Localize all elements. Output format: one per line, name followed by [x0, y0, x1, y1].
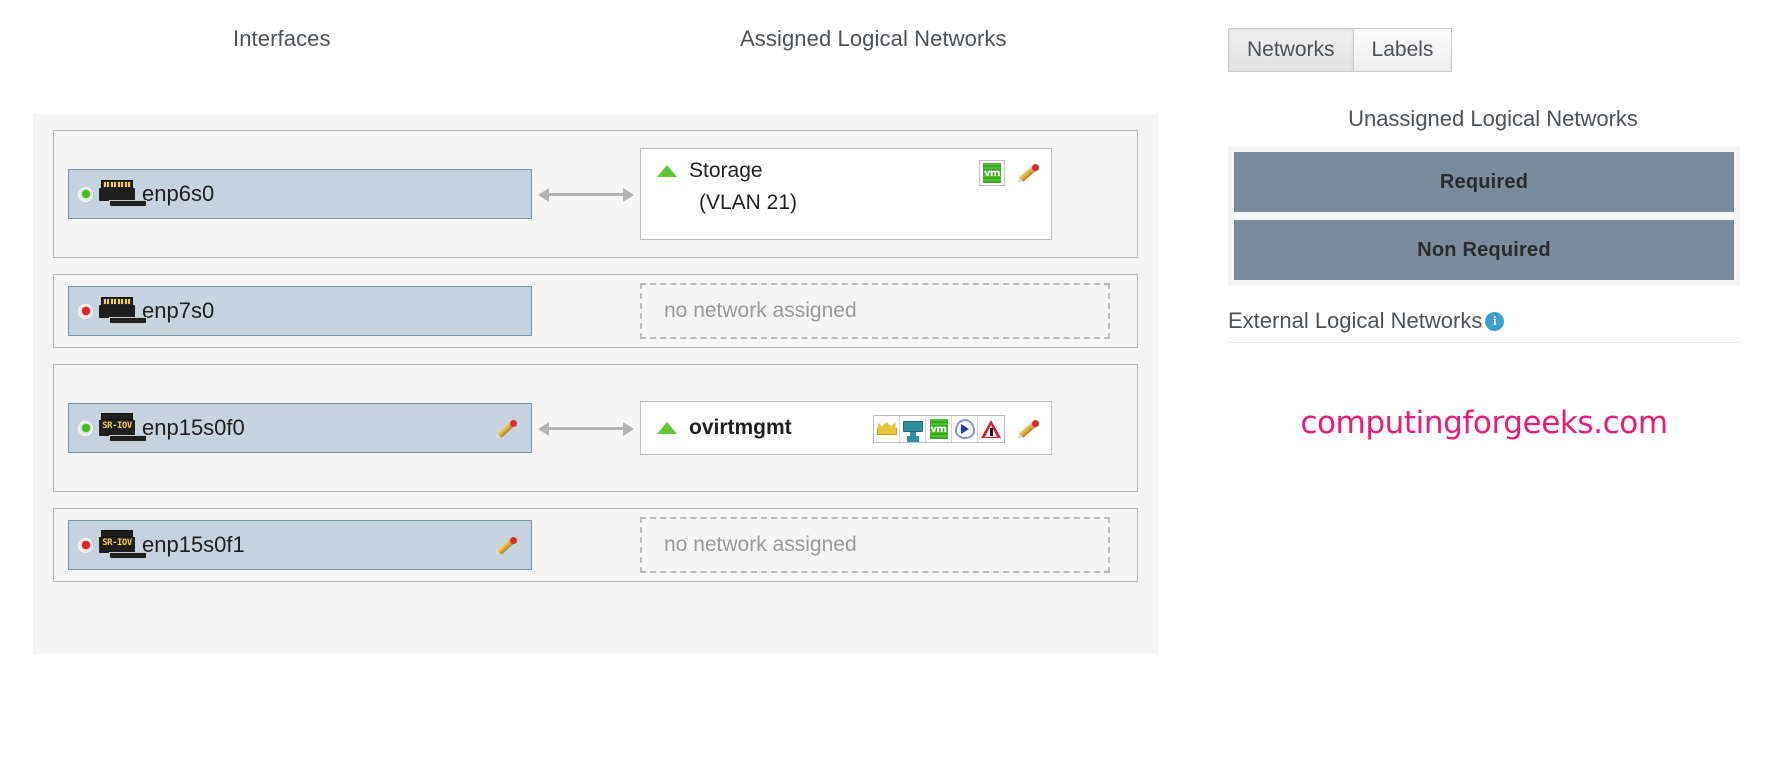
interface-card-enp7s0[interactable]: enp7s0	[68, 286, 532, 336]
vm-icon: vm	[979, 160, 1005, 186]
right-panel: Networks Labels Unassigned Logical Netwo…	[1228, 28, 1758, 441]
interface-name: enp15s0f1	[142, 532, 245, 557]
tab-networks[interactable]: Networks	[1228, 28, 1354, 72]
column-headers: Interfaces Assigned Logical Networks	[0, 26, 1160, 66]
sriov-label: SR-IOV	[99, 537, 135, 549]
table-row[interactable]: SR-IOV enp15s0f0 ovirtmgmt vm	[53, 364, 1138, 492]
network-up-triangle-icon	[657, 422, 677, 434]
network-name: Storage	[689, 159, 763, 182]
connector-arrow-icon	[532, 413, 640, 443]
crown-icon	[874, 416, 900, 442]
status-dot-up-icon	[79, 187, 92, 201]
status-dot-up-icon	[79, 421, 92, 435]
external-logical-networks-section: External Logical Networks i	[1228, 308, 1740, 343]
network-up-triangle-icon	[657, 165, 677, 177]
status-dot-down-icon	[79, 304, 92, 318]
assigned-network-card-ovirtmgmt[interactable]: ovirtmgmt vm	[640, 401, 1052, 455]
table-row[interactable]: SR-IOV enp15s0f1 no network assigned	[53, 508, 1138, 582]
column-header-assigned-networks: Assigned Logical Networks	[740, 26, 1007, 51]
edit-pencil-icon[interactable]	[1015, 418, 1039, 441]
interface-card-enp15s0f1[interactable]: SR-IOV enp15s0f1	[68, 520, 532, 570]
network-setup-panel: enp6s0 Storage (VLAN 21) vm	[33, 114, 1158, 654]
warning-icon	[978, 416, 1004, 442]
network-name: ovirtmgmt	[689, 416, 792, 439]
unassigned-networks-box: Required Non Required	[1228, 146, 1740, 286]
sriov-nic-port-icon: SR-IOV	[98, 413, 147, 443]
edit-pencil-icon[interactable]	[493, 418, 517, 441]
display-icon	[900, 416, 926, 442]
non-required-networks-bar[interactable]: Non Required	[1234, 220, 1734, 280]
required-networks-bar[interactable]: Required	[1234, 152, 1734, 212]
sriov-label: SR-IOV	[99, 420, 135, 432]
table-row[interactable]: enp6s0 Storage (VLAN 21) vm	[53, 130, 1138, 258]
external-logical-networks-label: External Logical Networks	[1228, 308, 1483, 333]
interface-name: enp15s0f0	[142, 415, 245, 440]
interface-card-enp15s0f0[interactable]: SR-IOV enp15s0f0	[68, 403, 532, 453]
network-badges: vm	[873, 415, 1039, 443]
network-vlan: (VLAN 21)	[699, 191, 798, 214]
nic-port-icon	[98, 296, 147, 326]
column-header-interfaces: Interfaces	[233, 26, 331, 51]
interface-name: enp6s0	[142, 181, 215, 206]
status-dot-down-icon	[79, 538, 92, 552]
watermark: computingforgeeks.com	[1300, 405, 1668, 441]
edit-pencil-icon[interactable]	[1015, 162, 1039, 185]
no-network-assigned-dropzone[interactable]: no network assigned	[640, 517, 1110, 573]
network-badges: vm	[979, 160, 1039, 186]
no-network-assigned-dropzone[interactable]: no network assigned	[640, 283, 1110, 339]
connector-placeholder	[532, 296, 640, 326]
interface-card-enp6s0[interactable]: enp6s0	[68, 169, 532, 219]
interface-name: enp7s0	[142, 298, 215, 323]
tab-labels[interactable]: Labels	[1353, 28, 1453, 72]
nic-port-icon	[98, 179, 147, 209]
vm-icon: vm	[926, 416, 952, 442]
assigned-network-card-storage[interactable]: Storage (VLAN 21) vm	[640, 148, 1052, 240]
unassigned-logical-networks-title: Unassigned Logical Networks	[1348, 106, 1638, 131]
edit-pencil-icon[interactable]	[493, 535, 517, 558]
sriov-nic-port-icon: SR-IOV	[98, 530, 147, 560]
connector-placeholder	[532, 530, 640, 560]
migration-icon	[952, 416, 978, 442]
connector-arrow-icon	[532, 179, 640, 209]
table-row[interactable]: enp7s0 no network assigned	[53, 274, 1138, 348]
tabbar: Networks Labels	[1228, 28, 1758, 72]
info-icon[interactable]: i	[1485, 311, 1505, 331]
